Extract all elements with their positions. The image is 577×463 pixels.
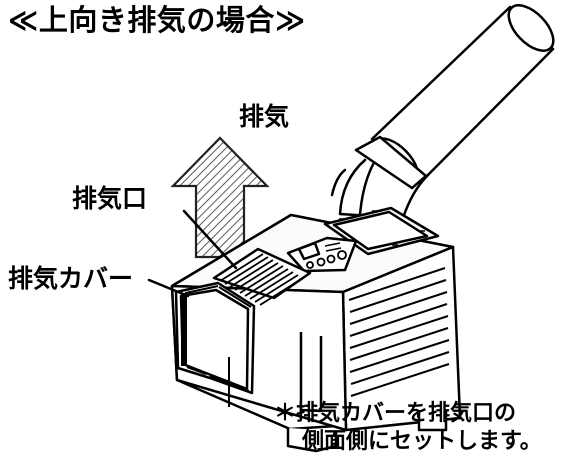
duct-hose <box>330 4 555 220</box>
diagram-title: ≪上向き排気の場合≫ <box>8 3 306 37</box>
exhaust-cover-label: 排気カバー <box>8 264 134 293</box>
leader-lines <box>147 209 238 298</box>
exhaust-label: 排気 <box>239 102 290 131</box>
installation-note-line-2: 側面側にセットします。 <box>302 429 542 455</box>
installation-note-line-1: ＊排気カバーを排気口の <box>274 401 517 426</box>
installation-note: ＊排気カバーを排気口の 側面側にセットします。 <box>274 400 542 456</box>
exhaust-cover <box>174 281 256 395</box>
exhaust-port-label: 排気口 <box>72 184 148 213</box>
